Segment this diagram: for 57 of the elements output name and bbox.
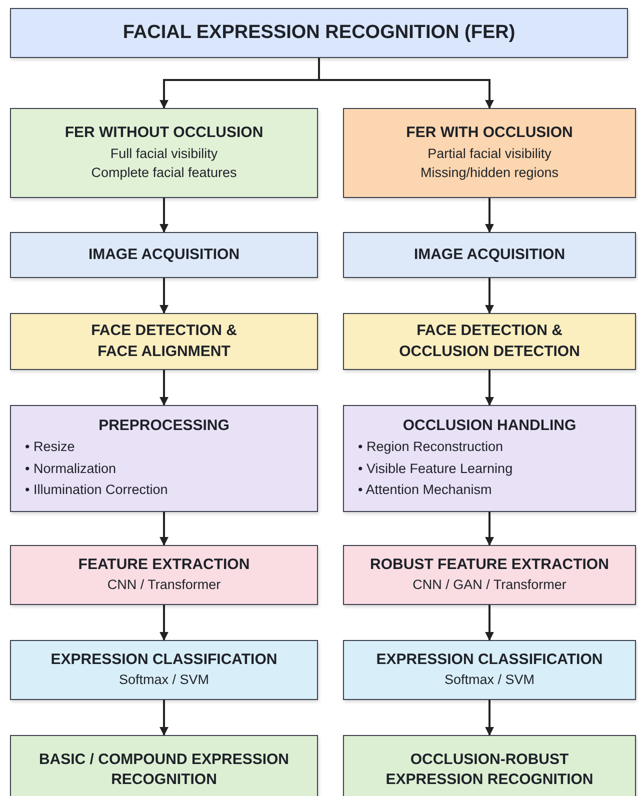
box-description: Softmax / SVM: [118, 671, 210, 690]
arrow: [485, 278, 494, 314]
box-description: Complete facial features: [91, 164, 237, 182]
arrow: [485, 605, 494, 641]
box-heading: FACE DETECTION & FACE ALIGNMENT: [90, 321, 238, 362]
arrow: [485, 198, 494, 233]
arrow: [485, 512, 494, 546]
box-heading: FACIAL EXPRESSION RECOGNITION (FER): [122, 21, 516, 46]
process-box: [343, 545, 636, 605]
process-box: [10, 405, 318, 512]
box-description: Missing/hidden regions: [420, 164, 559, 182]
box-heading: EXPRESSION CLASSIFICATION: [376, 650, 603, 670]
arrow: [485, 700, 494, 736]
box-heading: FER WITH OCCLUSION: [406, 123, 573, 144]
process-box: [343, 405, 636, 512]
bullet-item: • Normalization: [24, 460, 118, 478]
process-box: [343, 232, 636, 278]
box-description: CNN / Transformer: [107, 576, 221, 594]
box-description: CNN / GAN / Transformer: [412, 576, 566, 594]
bullet-item: • Resize: [24, 438, 76, 456]
arrow: [160, 512, 168, 546]
box-heading: ROBUST FEATURE EXTRACTION: [370, 555, 609, 576]
arrow: [160, 700, 168, 736]
bullet-item: • Attention Mechanism: [357, 481, 493, 500]
box-heading: IMAGE ACQUISITION: [88, 244, 240, 265]
process-box: [343, 640, 636, 700]
box-heading: FEATURE EXTRACTION: [78, 555, 250, 576]
box-description: Partial facial visibility: [428, 144, 552, 163]
bullet-item: • Region Reconstruction: [357, 438, 504, 456]
box-heading: EXPRESSION CLASSIFICATION: [50, 650, 278, 670]
box-description: Softmax / SVM: [444, 671, 535, 690]
category-box: [10, 108, 318, 198]
title-box: [10, 8, 628, 58]
box-heading: PREPROCESSING: [98, 416, 230, 436]
box-heading: FER WITHOUT OCCLUSION: [64, 123, 264, 144]
result-box: [10, 735, 318, 796]
arrow: [318, 58, 494, 109]
box-heading: IMAGE ACQUISITION: [414, 244, 566, 265]
process-box: [10, 313, 318, 370]
box-heading: OCCLUSION HANDLING: [402, 416, 576, 436]
box-heading: FACE DETECTION & OCCLUSION DETECTION: [398, 321, 581, 362]
process-box: [343, 313, 636, 370]
arrow: [160, 198, 168, 233]
bullet-item: • Visible Feature Learning: [357, 460, 514, 478]
bullet-item: • Illumination Correction: [24, 481, 169, 500]
arrow: [160, 278, 168, 314]
box-description: Full facial visibility: [110, 144, 218, 163]
process-box: [10, 640, 318, 700]
process-box: [10, 232, 318, 278]
box-heading: BASIC / COMPOUND EXPRESSION RECOGNITION: [38, 750, 290, 790]
arrow: [160, 605, 168, 641]
category-box: [343, 108, 636, 198]
box-heading: OCCLUSION-ROBUST EXPRESSION RECOGNITION: [384, 750, 594, 790]
arrow: [160, 370, 168, 406]
arrow: [485, 370, 494, 406]
process-box: [10, 545, 318, 605]
result-box: [343, 735, 636, 796]
